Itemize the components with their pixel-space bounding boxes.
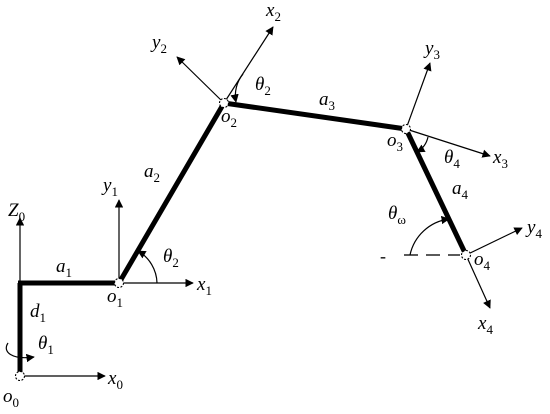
axis-x3 — [405, 128, 491, 158]
frame-1-axes — [114, 199, 194, 288]
label-o0: o0 — [3, 386, 19, 409]
link-a2 — [116, 101, 227, 285]
label-y4: y4 — [525, 217, 542, 241]
label-theta2-top: θ2 — [255, 74, 271, 98]
label-z0: Z0 — [8, 200, 25, 224]
joint-o1 — [113, 277, 125, 289]
label-theta1: θ1 — [38, 333, 54, 357]
label-x4: x4 — [477, 313, 493, 337]
arc-theta4 — [416, 136, 429, 153]
links — [17, 100, 469, 375]
label-a3: a3 — [319, 89, 335, 113]
joints — [14, 97, 472, 382]
label-theta2-base: θ2 — [163, 246, 179, 270]
arc-theta2-base — [137, 250, 158, 284]
axis-y4 — [465, 227, 523, 256]
arc-theta1 — [5, 342, 35, 363]
label-o2: o2 — [221, 106, 237, 130]
frame-0-axes — [15, 217, 106, 381]
joint-o0 — [14, 370, 26, 382]
axis-y3 — [405, 62, 432, 130]
label-theta-omega: θω — [388, 203, 406, 227]
label-theta4: θ4 — [444, 147, 460, 171]
arc-theta-omega — [409, 215, 450, 256]
axis-y2 — [176, 56, 225, 104]
reference-line: - — [380, 246, 460, 266]
label-a1: a1 — [56, 256, 72, 280]
label-a2: a2 — [144, 161, 160, 185]
frame-2-axes — [176, 26, 274, 104]
joint-o2 — [218, 97, 230, 109]
label-o1: o1 — [107, 286, 123, 310]
frame-4-axes — [465, 227, 523, 309]
label-x2: x2 — [265, 0, 281, 24]
label-y2: y2 — [150, 32, 167, 56]
angle-arcs — [5, 73, 450, 363]
label-a4: a4 — [452, 178, 469, 202]
link-a3 — [223, 100, 407, 132]
label-x1: x1 — [196, 274, 212, 298]
labels: o0 x0 Z0 a1 d1 θ1 o1 x1 y1 θ2 a2 o2 x2 y… — [3, 0, 542, 410]
axis-x2 — [223, 26, 274, 104]
frame-3-axes — [405, 62, 491, 158]
label-x0: x0 — [107, 368, 123, 392]
axis-x4 — [465, 254, 491, 309]
arc-theta2-top — [230, 73, 244, 103]
label-x3: x3 — [492, 147, 508, 171]
joint-o3 — [400, 123, 412, 135]
label-d1: d1 — [30, 301, 46, 325]
label-o3: o3 — [387, 130, 403, 154]
label-o4: o4 — [474, 249, 491, 273]
link-a4 — [403, 127, 469, 257]
label-y1: y1 — [101, 175, 118, 199]
joint-o4 — [460, 249, 472, 261]
label-y3: y3 — [423, 38, 440, 62]
ref-dash-mark: - — [380, 246, 386, 266]
